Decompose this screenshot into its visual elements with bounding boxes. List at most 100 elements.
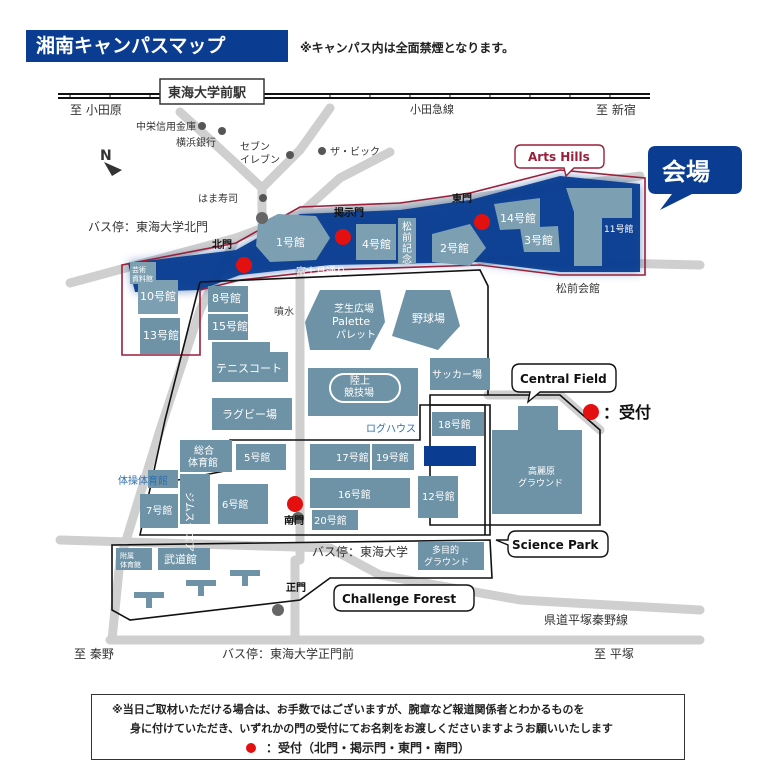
to-shinjuku: 至 新宿	[596, 102, 636, 117]
venue-callout	[648, 146, 742, 210]
north-arrow-icon	[104, 162, 122, 176]
landmark-dots	[198, 122, 326, 202]
note-line-1: ※当日ご取材いただける場合は、お手数ではございますが、腕章など報道関係者とわかる…	[112, 703, 585, 716]
annex-gym-2: 体育館	[120, 560, 141, 569]
svg-text:記: 記	[402, 242, 412, 255]
lawn-1: 芝生広場	[334, 302, 374, 315]
fujimi-road: 富士見通り	[296, 265, 346, 278]
north-label: N	[100, 148, 112, 164]
rail-line-name: 小田急線	[410, 102, 454, 116]
art-archive-1: 芸術	[132, 265, 146, 274]
reception-dot-icon	[246, 743, 256, 753]
building-16: 16号館	[338, 488, 371, 501]
rugby: ラグビー場	[222, 407, 277, 421]
venue-label: 会場	[662, 158, 710, 186]
no-smoking-notice: ※キャンパス内は全面禁煙となります。	[300, 41, 515, 55]
map-labels: 東海大学前駅 至 小田原 小田急線 至 新宿 中栄信用金庫 横浜銀行 セブン イ…	[70, 85, 710, 661]
track-2: 競技場	[344, 386, 374, 399]
gate-main: 正門	[286, 582, 306, 594]
building-11: 11号館	[604, 223, 633, 235]
building-5: 5号館	[244, 451, 270, 464]
svg-text:前: 前	[402, 231, 412, 244]
reception-legend: ：受付	[603, 403, 651, 422]
to-odawara: 至 小田原	[70, 103, 122, 117]
railway	[58, 78, 650, 105]
lawn-2: Palette	[332, 315, 370, 328]
buildings	[116, 188, 632, 608]
baseball: 野球場	[412, 311, 445, 325]
building-18: 18号館	[438, 418, 471, 431]
log-house: ログハウス	[366, 422, 416, 435]
zabig-label: ザ・ビック	[330, 146, 380, 158]
multipurpose-2: グラウンド	[424, 556, 469, 568]
fountain: 噴水	[274, 306, 294, 318]
challenge-forest-boundary	[111, 539, 493, 621]
bus-stop-north: バス停：東海大学北門	[88, 219, 208, 234]
gym-square: ジムスクエア	[183, 492, 195, 552]
arts-hills-boundary	[121, 169, 646, 356]
building-14: 14号館	[500, 211, 536, 225]
to-hiratsuka: 至 平塚	[594, 647, 634, 661]
arts-hills-label: Arts Hills	[528, 150, 590, 164]
building-12: 12号館	[422, 490, 455, 503]
building-7: 7号館	[146, 504, 172, 517]
challenge-forest-bubble	[333, 584, 475, 612]
building-19: 19号館	[376, 451, 409, 464]
prefectural-road: 県道平塚秦野線	[544, 612, 628, 627]
bank2-label: 横浜銀行	[176, 136, 216, 149]
tennis: テニスコート	[216, 362, 282, 375]
takanehara-2: グラウンド	[518, 477, 563, 489]
seven-label-2: イレブン	[240, 153, 280, 166]
gym-general-2: 体育館	[188, 456, 218, 469]
gate-north: 北門	[212, 238, 232, 251]
arts-hills-bubble	[514, 144, 605, 178]
building-4: 4号館	[362, 237, 391, 251]
building-2: 2号館	[440, 241, 469, 255]
building-3: 3号館	[524, 233, 553, 247]
challenge-forest-label: Challenge Forest	[342, 592, 456, 606]
page-title: 湘南キャンパスマップ	[26, 30, 288, 62]
multipurpose-1: 多目的	[432, 544, 459, 556]
to-hadano: 至 秦野	[74, 647, 114, 661]
building-20: 20号館	[314, 514, 347, 527]
bank1-label: 中栄信用金庫	[136, 120, 196, 133]
svg-text:松: 松	[402, 220, 412, 233]
reception-dots	[236, 214, 599, 512]
seven-label-1: セブン	[240, 140, 270, 153]
note-line-3: ：受付（北門・掲示門・東門・南門）	[246, 739, 470, 756]
art-archive-2: 資料館	[132, 274, 153, 283]
gate-south: 南門	[284, 514, 304, 527]
track-oval	[329, 373, 401, 403]
building-1: 1号館	[276, 235, 305, 249]
station-box	[159, 78, 265, 105]
lawn-3: パレット	[336, 329, 376, 341]
bus-stop-campus: バス停：東海大学	[312, 544, 408, 559]
station-name: 東海大学前駅	[168, 85, 247, 101]
science-park-bubble	[495, 530, 609, 558]
soccer: サッカー場	[432, 368, 482, 381]
central-field-label: Central Field	[520, 372, 607, 386]
bus-stop-main: バス停：東海大学正門前	[222, 646, 354, 661]
gate-keiji: 掲示門	[334, 206, 364, 219]
building-17: 17号館	[336, 451, 369, 464]
track-1: 陸上	[350, 374, 370, 387]
note-line-2: 身に付けていただき、いずれかの門の受付にてお名刺をお渡しくださいますようお願いい…	[130, 722, 613, 735]
central-field-bubble	[511, 363, 617, 404]
building-13: 13号館	[143, 328, 179, 342]
takanehara-1: 高麗原	[528, 465, 555, 477]
press-note: ※当日ご取材いただける場合は、お手数ではございますが、腕章など報道関係者とわかる…	[91, 694, 685, 760]
bus-stop-pins	[256, 212, 304, 616]
building-10: 10号館	[140, 289, 176, 303]
gymnastics-gym: 体操体育館	[118, 474, 168, 487]
gym-general-1: 総合	[194, 444, 214, 457]
building-8: 8号館	[212, 291, 241, 305]
science-park-label: Science Park	[512, 538, 599, 552]
annex-gym-1: 附属	[120, 551, 134, 560]
budokan: 武道館	[164, 552, 197, 566]
note-line-3-text: ：受付（北門・掲示門・東門・南門）	[266, 741, 471, 755]
gate-east: 東門	[452, 192, 472, 205]
sushi-label: はま寿司	[198, 192, 238, 205]
